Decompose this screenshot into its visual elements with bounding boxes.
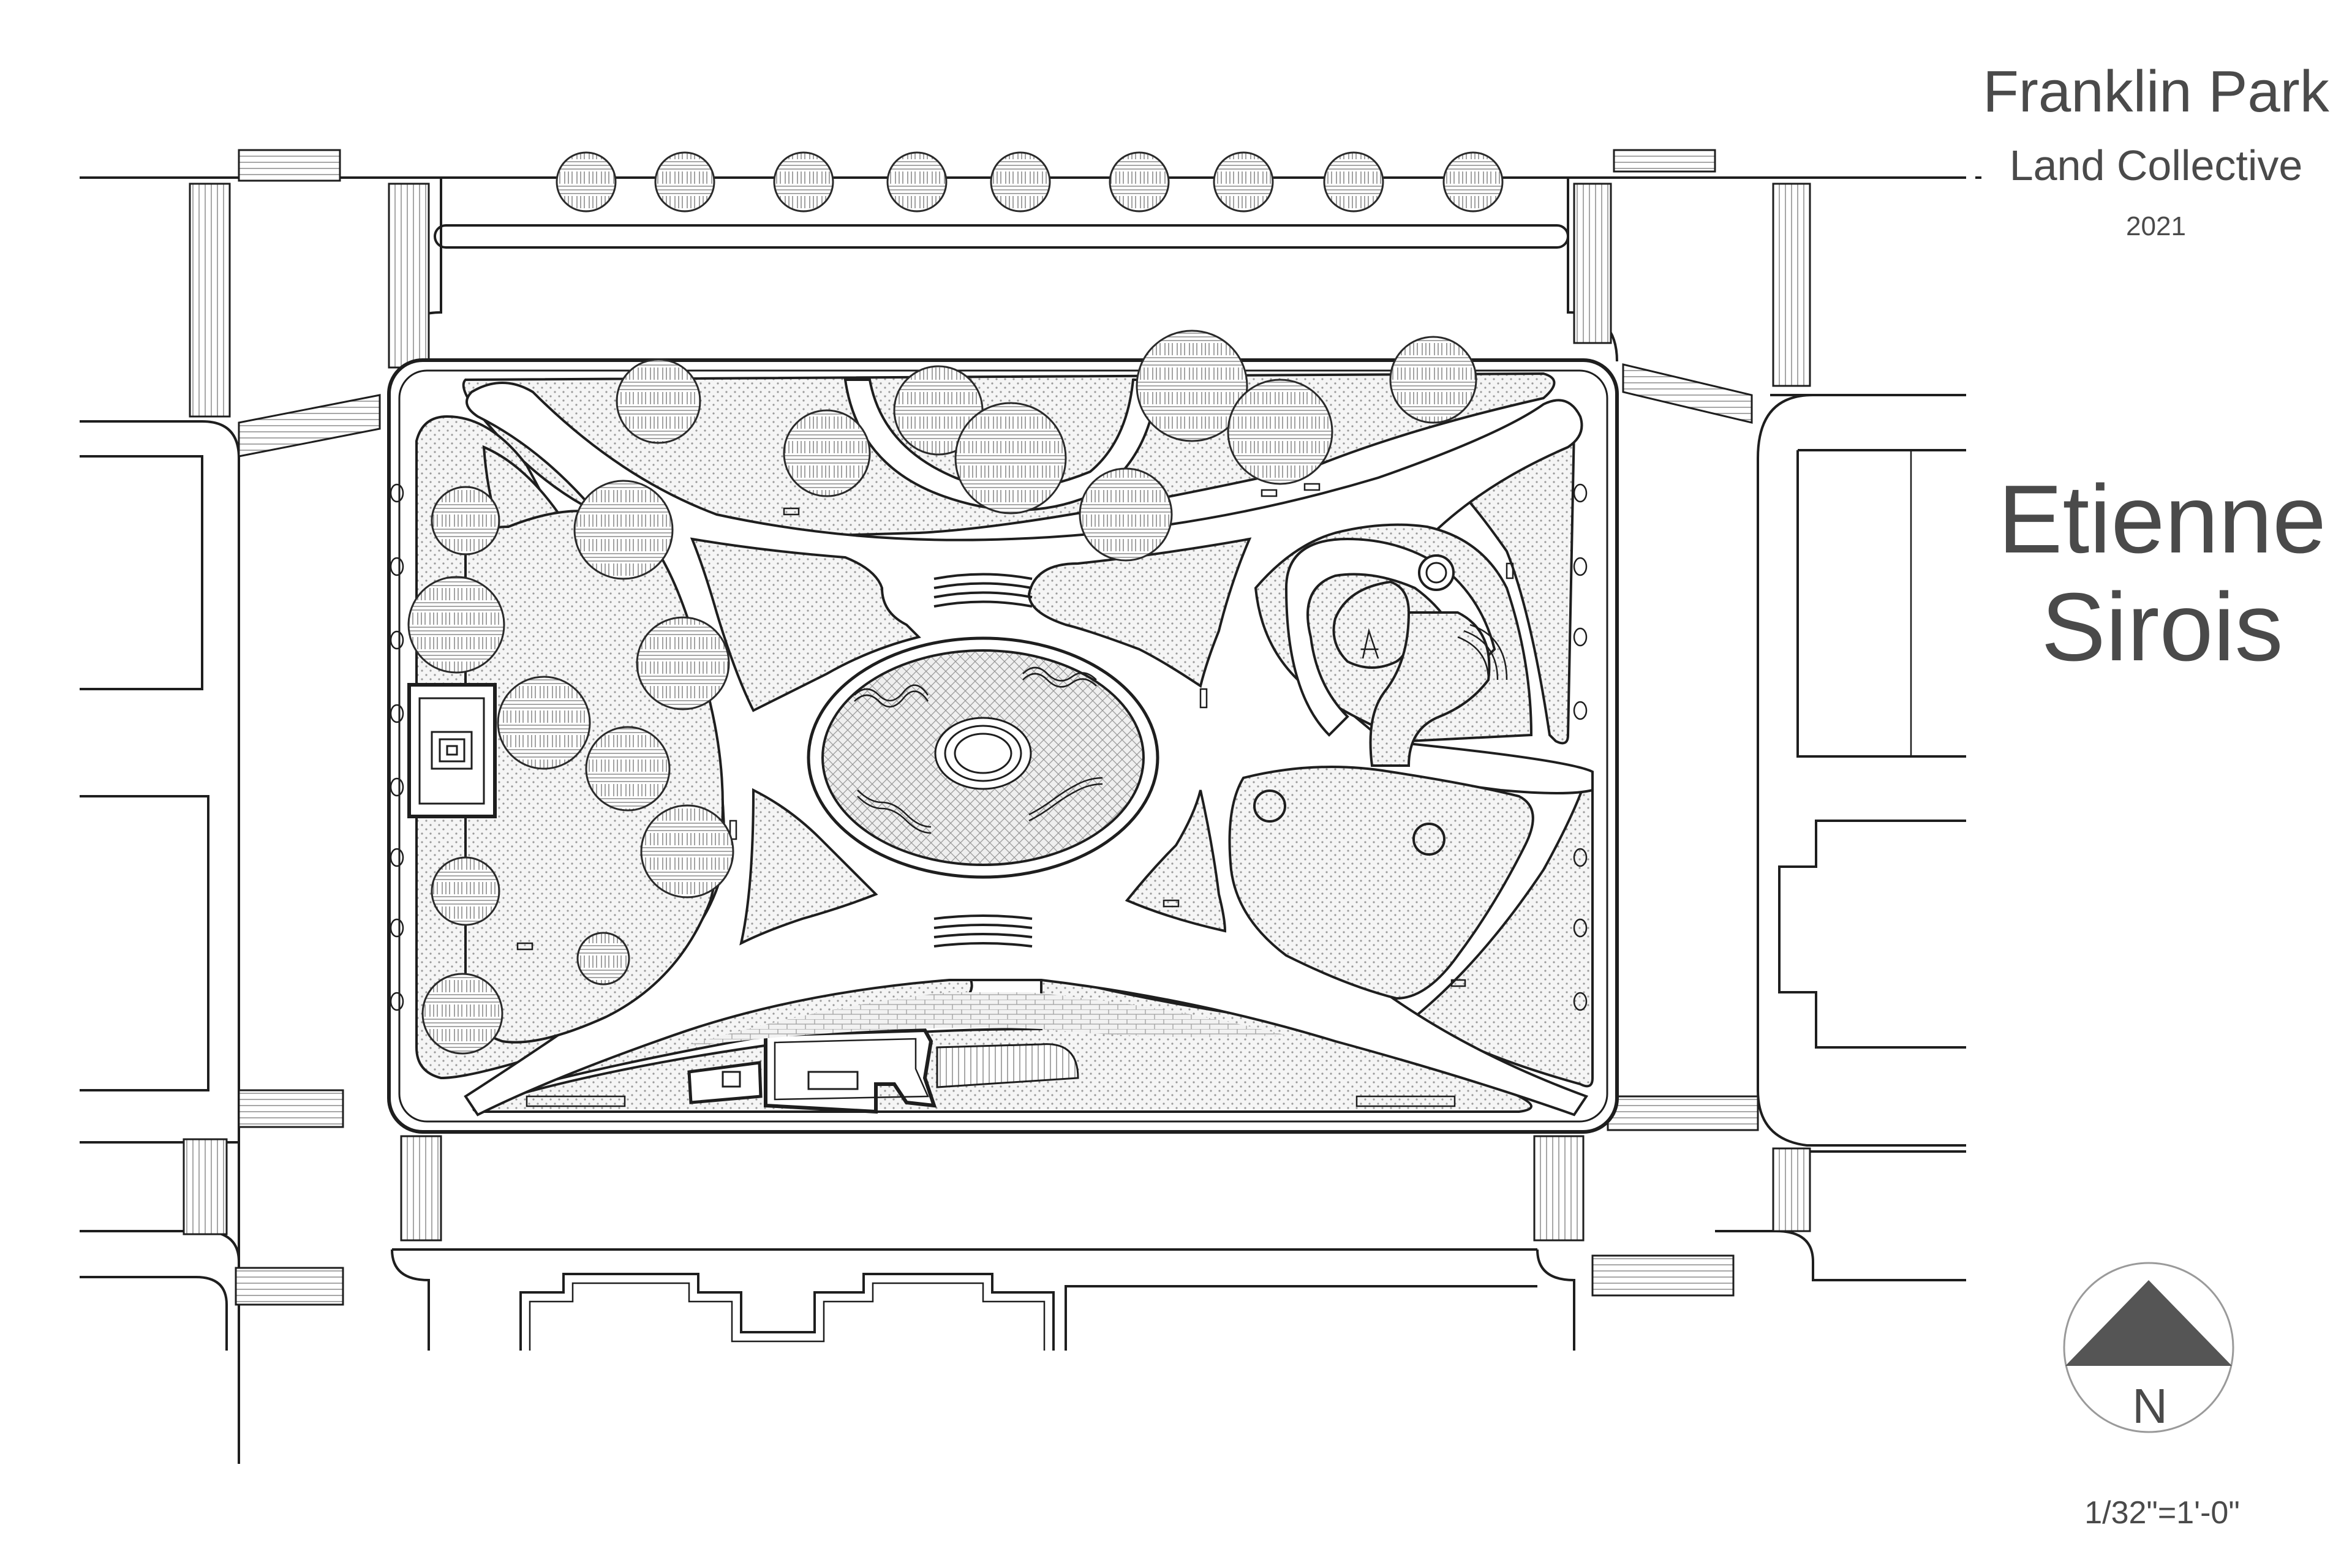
north-label: N <box>2132 1379 2168 1433</box>
crosswalks <box>183 149 1811 1306</box>
north-arrow-icon <box>2063 1262 2234 1433</box>
west-pavilion <box>407 683 497 818</box>
play-structure-icon <box>1361 628 1379 659</box>
promenade-planter <box>434 224 1569 249</box>
street-trees <box>556 151 1504 213</box>
fountain-icon <box>1425 562 1447 584</box>
drawing-subtitle: Land Collective <box>2009 141 2303 189</box>
park <box>387 330 1619 1134</box>
author-last-name: Sirois <box>2041 573 2283 681</box>
play-area <box>1284 537 1508 767</box>
drawing-year: 2021 <box>2126 211 2186 241</box>
park-trees <box>407 330 1477 1055</box>
buildings <box>80 449 1966 1351</box>
plaza-steps <box>933 573 1033 948</box>
scale-label: 1/32"=1'-0" <box>2084 1495 2240 1531</box>
bollards <box>390 483 1588 1011</box>
drawing-title: Franklin Park <box>1983 59 2329 124</box>
author-name: Etienne Sirois <box>1978 466 2346 681</box>
south-building <box>687 1028 1079 1114</box>
author-first-name: Etienne <box>1998 466 2326 573</box>
